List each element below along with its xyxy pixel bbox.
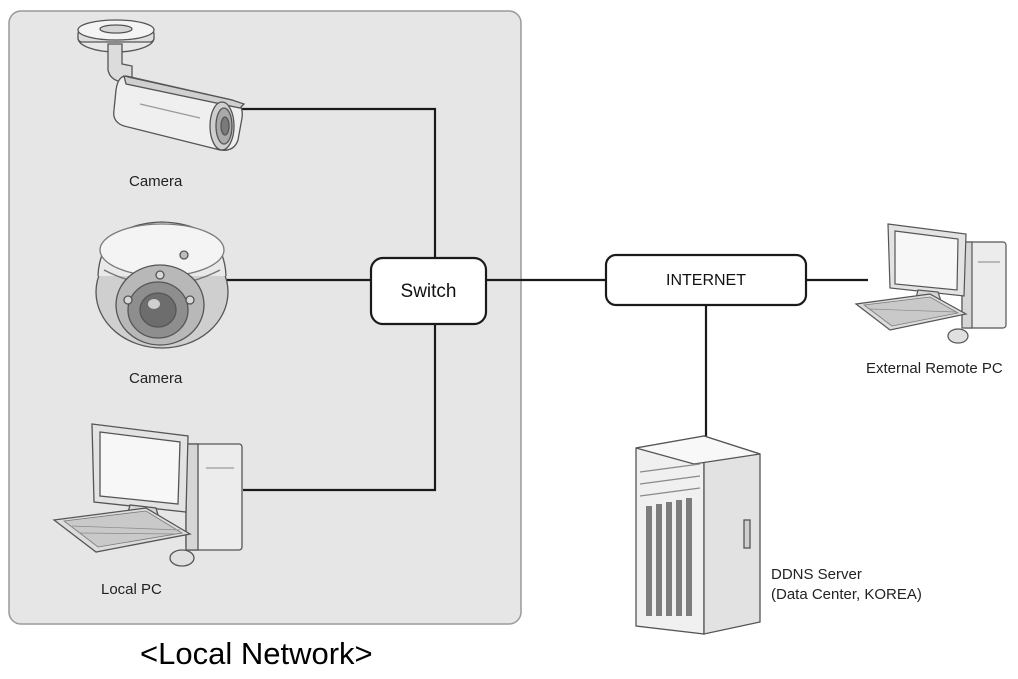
connection-lines <box>225 107 868 492</box>
local-network-caption: <Local Network> <box>140 636 373 671</box>
internet-label: INTERNET <box>666 272 746 289</box>
local-pc-label: Local PC <box>101 581 162 598</box>
camera-1-label: Camera <box>129 173 183 190</box>
switch-node <box>369 256 488 326</box>
dome-camera-icon <box>95 221 229 349</box>
bullet-camera-icon <box>77 19 246 151</box>
external-remote-pc-icon <box>854 223 1007 344</box>
camera-2-label: Camera <box>129 370 183 387</box>
internet-node <box>604 253 808 307</box>
line-localpc-switch <box>243 324 437 492</box>
external-remote-pc-label: External Remote PC <box>866 360 1003 377</box>
ddns-server-location-label: (Data Center, KOREA) <box>771 586 922 603</box>
switch-label: Switch <box>400 281 457 302</box>
ddns-server-icon <box>635 435 761 635</box>
local-pc-icon <box>52 423 243 567</box>
ddns-server-label: DDNS Server <box>771 566 862 583</box>
line-camera1-switch <box>238 107 437 258</box>
